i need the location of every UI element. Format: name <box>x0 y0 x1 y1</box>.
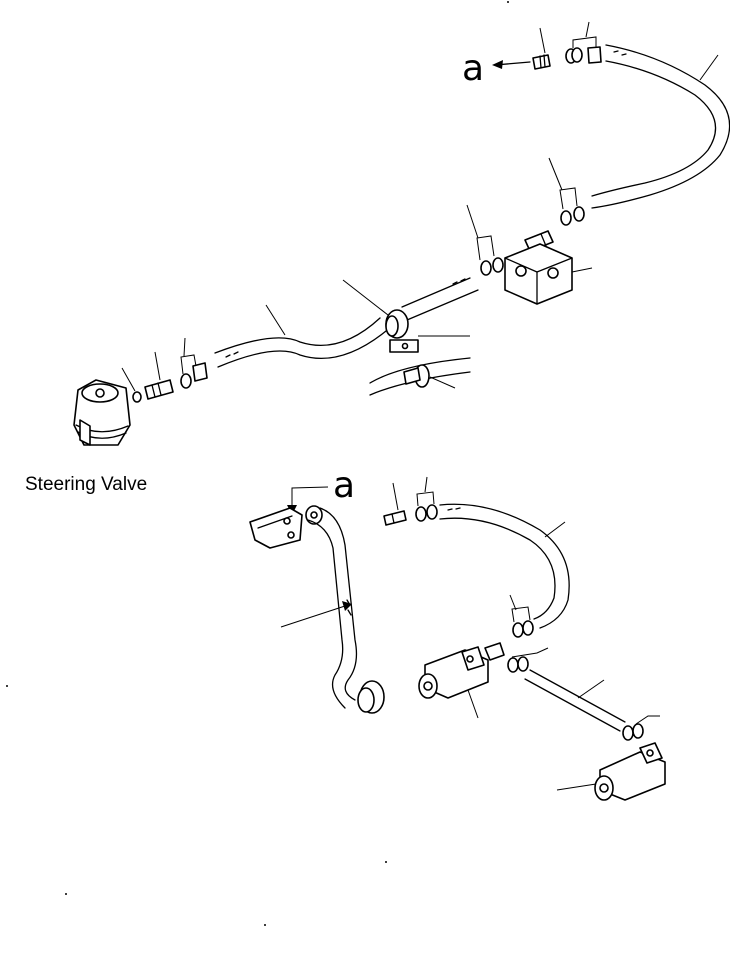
elbow-fitting-bottom <box>305 505 323 525</box>
seal-set-bottom-right <box>507 647 549 673</box>
tube-straight-bottom <box>524 669 626 732</box>
seal-set-bottom-mid <box>509 594 534 638</box>
clamp <box>342 279 470 353</box>
steering-valve-label: Steering Valve <box>25 474 147 495</box>
leader-a-bottom <box>291 486 329 510</box>
seal-set-block-left <box>466 204 504 276</box>
pipe-end-fitting <box>357 680 385 714</box>
reference-letter-a-top: a <box>462 48 484 89</box>
elbow-fitting <box>524 230 554 252</box>
seal-set-mid-right <box>548 157 585 226</box>
hose-bottom-curve <box>439 503 570 629</box>
brake-valve-right <box>556 742 666 801</box>
seal-set-far-right <box>622 715 660 741</box>
hose-top-curve <box>591 44 730 209</box>
valve-block <box>504 243 593 305</box>
steering-valve-body <box>73 379 131 446</box>
brake-valve-left <box>418 642 505 719</box>
pipe-bent-down <box>280 507 358 709</box>
tube-middle <box>401 277 479 321</box>
scan-specks <box>6 1 509 926</box>
seal-set-left <box>180 337 208 389</box>
o-ring-left <box>121 367 142 403</box>
fitting-left <box>144 351 174 400</box>
arrow-to-a-top <box>492 60 531 69</box>
pipe-lower-clamp <box>369 357 471 396</box>
reference-letter-a-bottom: a <box>333 465 355 506</box>
seal-set-bottom-top <box>415 476 438 522</box>
fitting-top-left <box>532 27 551 70</box>
fitting-bottom-top <box>383 482 407 526</box>
seal-set-top <box>565 21 602 64</box>
mounting-bracket <box>249 507 303 549</box>
tube-long-left <box>214 304 387 368</box>
